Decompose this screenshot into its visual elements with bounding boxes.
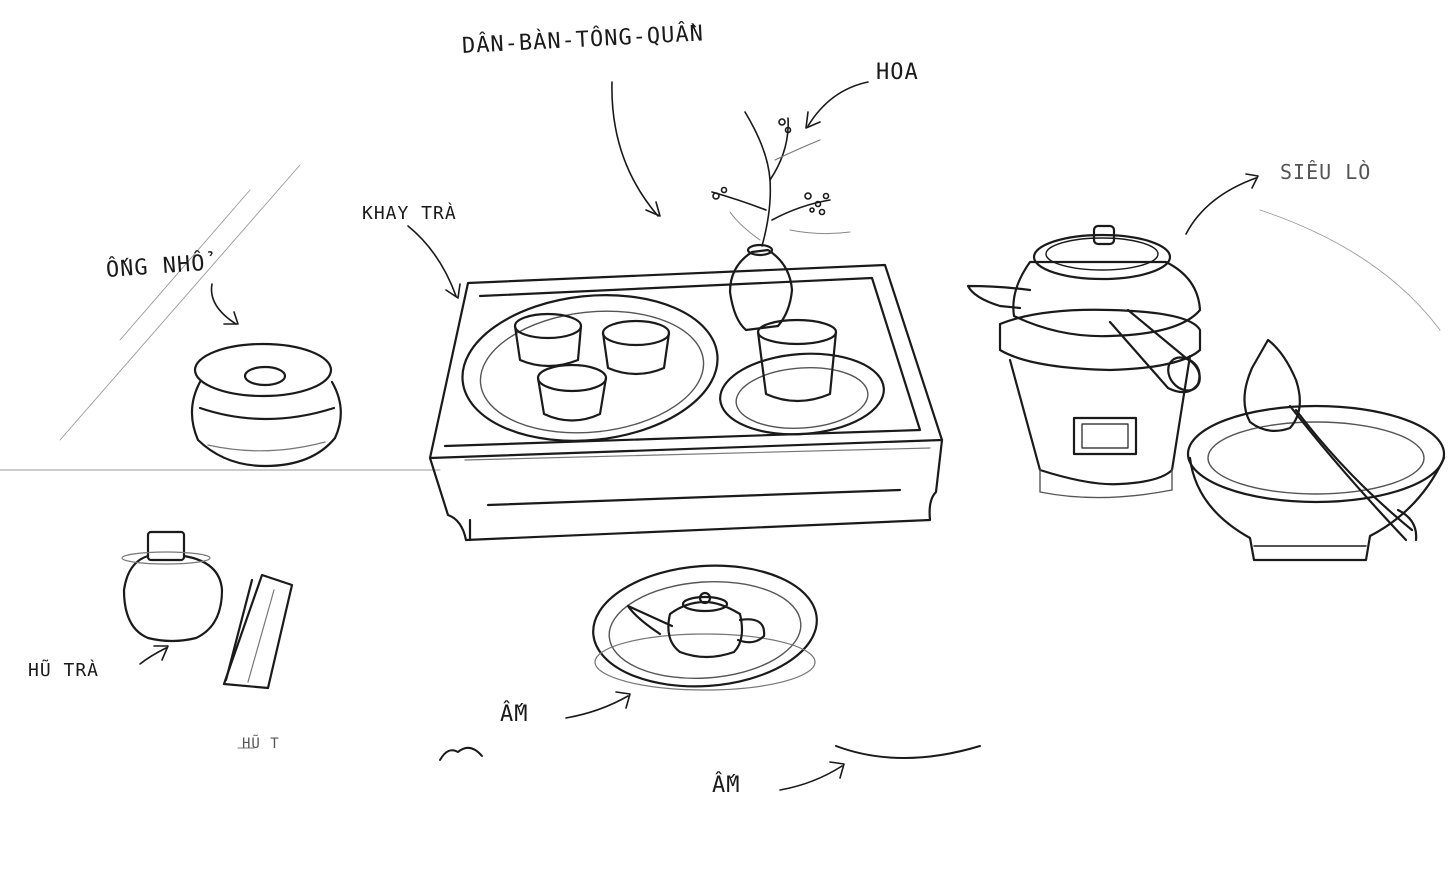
cup-plate — [455, 283, 725, 453]
label-hu-tra: HŨ TRÀ — [28, 660, 100, 681]
cup-2 — [603, 321, 669, 374]
label-am-1: ẤM — [500, 702, 529, 727]
cup-1 — [515, 314, 581, 366]
label-hoa: HOA — [876, 60, 919, 85]
arrow-ong — [212, 284, 239, 324]
arrow-hu — [140, 646, 168, 664]
label-hu-tra-faded: HŨ T — [242, 736, 280, 752]
tea-tray — [430, 265, 942, 540]
guide-lines — [0, 165, 1440, 470]
annotation-arrows — [140, 82, 1258, 790]
arrow-hoa — [806, 82, 868, 128]
label-sieu-lo: SIÊU LÒ — [1280, 160, 1372, 184]
kettle-stove — [968, 226, 1206, 498]
faded-objects — [238, 746, 980, 760]
arrow-am-1 — [566, 692, 630, 718]
arrow-am-2 — [780, 762, 844, 790]
arrow-sieu — [1186, 174, 1258, 234]
cup-3 — [538, 365, 606, 421]
bowl-with-spoon — [1188, 340, 1444, 560]
spittoon — [192, 344, 341, 466]
flower-branch — [712, 112, 850, 246]
pitcher-saucer — [717, 320, 886, 440]
teapot-plate — [589, 558, 821, 693]
arrow-dam-ban — [612, 82, 660, 216]
flower-vase — [730, 245, 792, 330]
label-am-2: ẤM — [712, 773, 741, 798]
arrow-khay — [408, 226, 460, 298]
tea-jar — [122, 532, 222, 641]
bamboo-scoop — [224, 575, 292, 688]
label-khay-tra: KHAY TRÀ — [362, 203, 457, 224]
